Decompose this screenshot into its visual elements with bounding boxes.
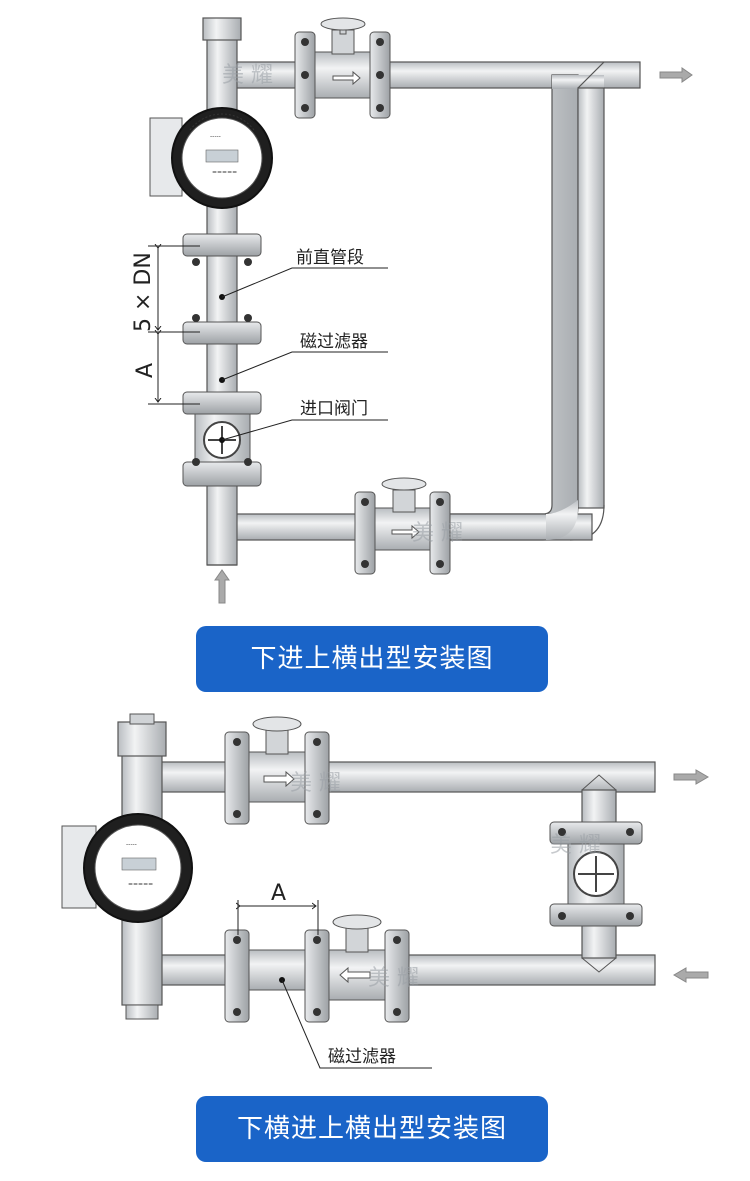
top-cap-2	[117, 721, 167, 757]
flowmeter-display-2: ----- =====	[61, 813, 193, 923]
svg-text:=====: =====	[128, 881, 153, 888]
label-inlet-valve: 进口阀门	[219, 399, 388, 443]
bypass-valve	[354, 477, 451, 575]
outlet-valve-2	[224, 716, 330, 825]
diagram-horizontal-inlet-horizontal-outlet: ----- =====	[61, 713, 709, 1069]
bypass-valve-2	[549, 821, 643, 927]
flange-pair-3	[182, 391, 262, 415]
svg-text:进口阀门: 进口阀门	[300, 399, 368, 419]
svg-text:磁过滤器: 磁过滤器	[300, 332, 368, 352]
caption-diagram-2: 下横进上横出型安装图	[196, 1096, 548, 1162]
label-front-straight-pipe: 前直管段	[219, 248, 388, 300]
outlet-arrow-1	[659, 67, 693, 83]
dimension-a-label-2: A	[271, 881, 286, 906]
svg-text:前直管段: 前直管段	[296, 248, 364, 268]
outlet-arrow-2	[673, 769, 709, 785]
svg-text:磁过滤器: 磁过滤器	[328, 1047, 396, 1067]
inlet-arrow-2	[673, 967, 709, 983]
watermark-1a: 美 耀	[222, 63, 273, 88]
inlet-arrow-1	[214, 569, 230, 604]
flange-pair-2	[182, 314, 262, 345]
outlet-valve-top	[294, 17, 391, 119]
svg-text:-----: -----	[210, 133, 221, 140]
dimension-5dn-label: 5 × DN	[131, 252, 156, 332]
label-magnetic-filter-2: 磁过滤器	[279, 977, 432, 1069]
caption-diagram-1: 下进上横出型安装图	[196, 626, 548, 692]
flange-pair-1	[182, 233, 262, 266]
inlet-valve-body	[182, 413, 262, 487]
watermark-2b: 美 耀	[550, 833, 601, 858]
filter-flange-left-2	[224, 929, 250, 1023]
right-vertical-pipe	[429, 74, 579, 541]
top-cap	[202, 17, 242, 41]
watermark-2c: 美 耀	[368, 966, 419, 991]
watermark-1b: 美 耀	[412, 521, 463, 546]
watermark-2a: 美 耀	[290, 771, 341, 796]
svg-text:-----: -----	[126, 841, 137, 848]
dimension-5dn: 5 × DN	[131, 246, 200, 333]
dimension-a-1: A	[133, 334, 200, 405]
dimension-a-label-1: A	[133, 363, 158, 378]
flowmeter-display: ----- =====	[149, 107, 273, 209]
magnetic-filter-body-2	[248, 949, 306, 991]
diagram-bottom-inlet-horizontal-outlet: ----- =====	[131, 17, 693, 604]
label-magnetic-filter-1: 磁过滤器	[219, 332, 388, 383]
svg-text:=====: =====	[212, 169, 237, 176]
dimension-a-2: A	[238, 881, 319, 935]
inlet-valve-2	[304, 914, 410, 1023]
